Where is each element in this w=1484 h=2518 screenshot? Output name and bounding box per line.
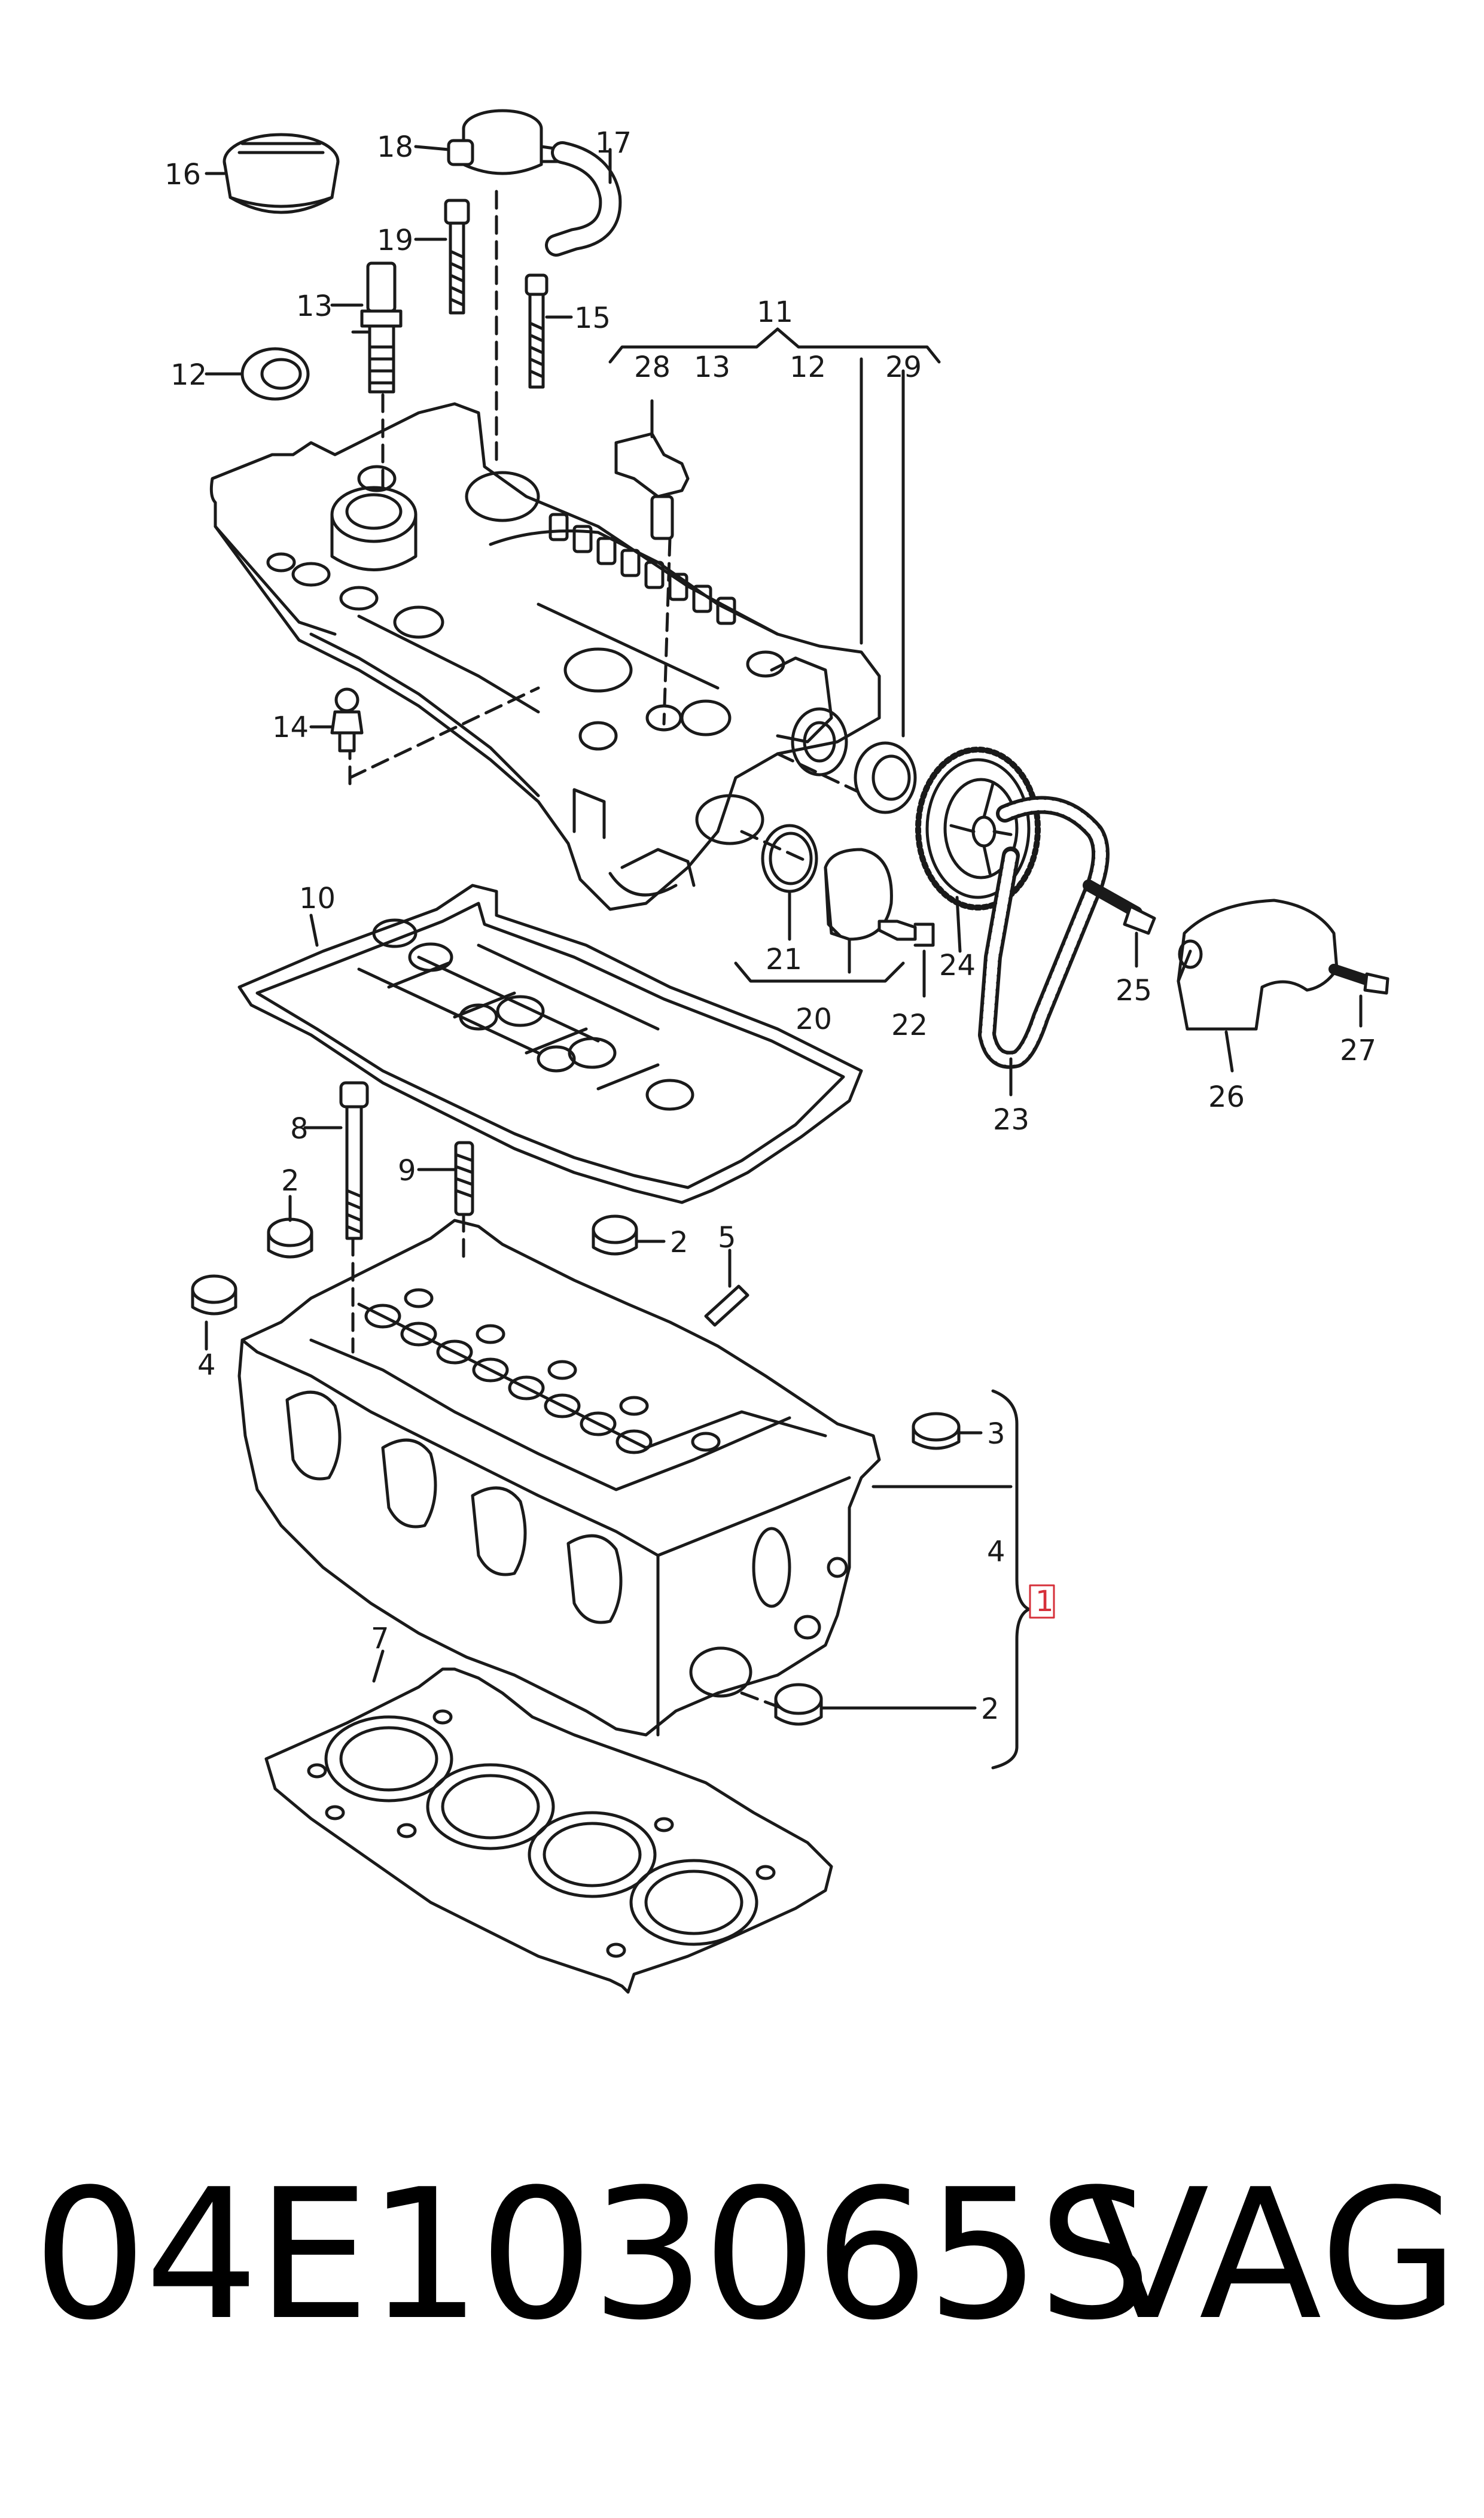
valve-cover-gasket: [237, 884, 863, 1204]
callout-18: 18: [377, 130, 413, 164]
breather-valve-14: [330, 687, 364, 753]
callout-28: 28: [634, 351, 671, 384]
callout-12: 12: [790, 351, 826, 384]
callout-29: 29: [885, 351, 922, 384]
assembly-brace-1: [871, 1389, 1031, 1770]
callout-2-b: 2: [670, 1226, 688, 1259]
oil-filler-cap: [223, 133, 340, 214]
callout-2: 2: [281, 1164, 300, 1198]
part-number: 04E103065S: [33, 2151, 1152, 2359]
oil-seal-29: [854, 741, 917, 814]
o-ring-21: [761, 824, 818, 893]
callout-5: 5: [718, 1221, 736, 1255]
bracket-20: [734, 961, 905, 983]
callout-19: 19: [377, 224, 413, 257]
callout-20: 20: [796, 1003, 832, 1036]
callout-27: 27: [1340, 1034, 1376, 1067]
callout-7: 7: [371, 1622, 389, 1655]
sealing-plug: [267, 1217, 313, 1259]
camshaft-adjuster-solenoid: [351, 261, 403, 394]
callout-4-b: 4: [987, 1535, 1005, 1569]
callout-17: 17: [595, 126, 632, 160]
cylinder-head-gasket: [264, 1667, 833, 1994]
camshaft-housing: [209, 402, 881, 911]
camshaft-sprocket: [915, 747, 1041, 911]
exploded-parts-diagram: 16 18 17 19 13 15 11 28 13 12 29 12 14 1…: [164, 109, 1389, 1994]
callout-11: 11: [757, 296, 793, 329]
bolt-25: [1083, 879, 1156, 935]
callout-21: 21: [766, 943, 802, 976]
sealing-plug-3: [912, 1412, 961, 1450]
callout-13-b: 13: [694, 351, 730, 384]
callout-9: 9: [398, 1154, 416, 1188]
callout-3: 3: [987, 1417, 1005, 1451]
callout-24: 24: [939, 949, 976, 982]
bolt-15: [525, 273, 548, 389]
breather-hose: [545, 141, 622, 257]
callout-4: 4: [197, 1348, 216, 1382]
bracket-11: [608, 327, 941, 738]
callout-12-b: 12: [170, 358, 207, 392]
dowel-pin: [704, 1284, 749, 1327]
callout-2-c: 2: [981, 1692, 1000, 1726]
callout-15: 15: [574, 302, 611, 335]
stud-9: [454, 1141, 474, 1216]
callout-13: 13: [296, 290, 333, 323]
bolt-27: [1328, 964, 1389, 995]
callout-10: 10: [299, 882, 336, 915]
callout-26: 26: [1208, 1080, 1245, 1114]
bolt-22: [877, 919, 935, 947]
callout-16: 16: [164, 158, 201, 191]
seal-ring-12: [240, 347, 310, 401]
timing-belt-cover: [1177, 899, 1339, 1031]
callout-8: 8: [290, 1112, 309, 1146]
callout-labels: 16 18 17 19 13 15 11 28 13 12 29 12 14 1…: [164, 126, 1376, 1726]
alignment-lines: [348, 190, 881, 863]
sealing-plug: [774, 1683, 823, 1726]
cover-20: [824, 848, 893, 941]
pressure-regulating-valve: [447, 109, 564, 175]
callout-22: 22: [891, 1009, 928, 1042]
callout-1: 1: [1035, 1585, 1054, 1618]
hall-sender: [614, 432, 690, 540]
bolt-19: [444, 199, 470, 315]
cylinder-head: [237, 1219, 881, 1737]
brand-name: VAG: [1086, 2151, 1460, 2359]
cylinder-head-bolt: [339, 1081, 369, 1240]
sealing-plug: [592, 1214, 638, 1256]
callout-25: 25: [1116, 974, 1152, 1007]
sealing-plug-4: [191, 1274, 237, 1316]
callout-1-box: 1: [1029, 1584, 1055, 1619]
callout-23: 23: [993, 1103, 1029, 1137]
callout-14: 14: [272, 711, 309, 744]
